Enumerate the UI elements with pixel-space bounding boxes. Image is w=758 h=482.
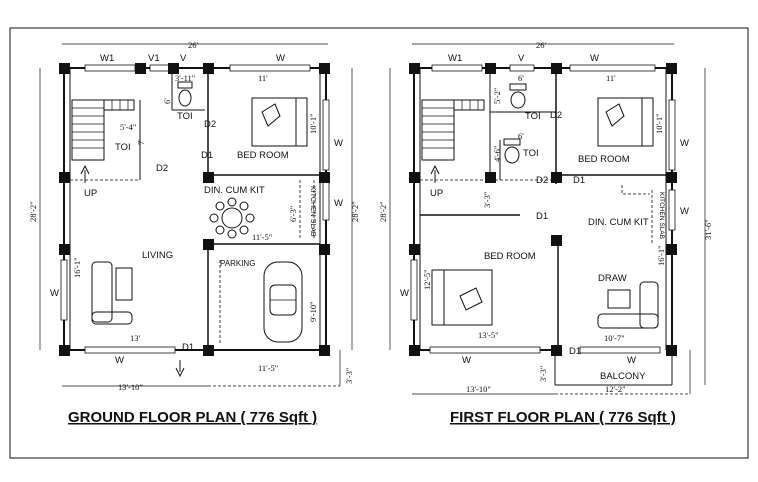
gf-bedroom-label: BED ROOM	[237, 150, 289, 161]
ff-bedroom-top-label: BED ROOM	[578, 154, 630, 165]
ff-toi1-width: 6'	[518, 73, 524, 83]
ff-balcony-proj: 3'-3"	[538, 366, 548, 382]
ff-staircase	[421, 99, 485, 183]
gf-w-left-label: W	[50, 288, 59, 299]
gf-kit-width: 11'-5"	[252, 232, 272, 242]
ff-bed-width: 11'	[606, 73, 616, 83]
ff-up-label: UP	[430, 188, 443, 199]
gf-parking-width: 11'-5"	[258, 363, 278, 373]
ground-floor-plan: TOI TOI BED ROOM DIN. CUM KIT KITCHEN SL…	[28, 40, 360, 426]
ff-w1-label: W1	[448, 53, 462, 64]
ff-overall-width: 26'	[536, 40, 547, 50]
gf-w-top-label: W	[276, 53, 285, 64]
ff-bed-top	[597, 97, 654, 147]
ff-d2-toi1-label: D2	[550, 110, 562, 121]
ff-toi2-depth: 4'-6"	[492, 146, 502, 162]
toilet-fixture	[177, 81, 193, 107]
gf-toi-stair-label: TOI	[115, 142, 131, 153]
ff-sofa	[597, 281, 659, 329]
ff-kit-depth: 16'-1"	[656, 245, 666, 266]
ff-kitchen-slab-label: KITCHEN SLAB	[658, 192, 665, 239]
ff-toi2-width: 6'	[518, 131, 524, 141]
sofa-furniture	[91, 261, 133, 325]
ff-toi1-label: TOI	[525, 111, 541, 122]
ff-w-right1-label: W	[680, 138, 689, 149]
gf-living-label: LIVING	[142, 250, 173, 261]
gf-toi-depth: 6'	[162, 98, 172, 104]
gf-v1-label: V1	[148, 53, 160, 64]
dining-table	[209, 197, 255, 239]
gf-overall-depth-left: 28'-2"	[28, 201, 38, 222]
ff-title: FIRST FLOOR PLAN ( 776 Sqft )	[450, 409, 676, 426]
ff-d1-bedtop-label: D1	[573, 175, 585, 186]
gf-living-depth: 16'-1"	[72, 257, 82, 278]
ff-toi1-depth: 5'-2"	[492, 88, 502, 104]
gf-living-width: 13'	[130, 333, 141, 343]
ff-d1-bedleft-label: D1	[536, 211, 548, 222]
ff-din-kit-label: DIN. CUM KIT	[588, 217, 649, 228]
gf-d1-main-label: D1	[182, 342, 194, 353]
ff-w-bottom1-label: W	[462, 355, 471, 366]
sheet-border	[9, 27, 749, 459]
gf-toi-width: 3'-11"	[175, 73, 195, 83]
gf-up-label: UP	[84, 188, 97, 199]
ff-w-top-label: W	[590, 53, 599, 64]
gf-front-proj: 3'-3"	[344, 368, 354, 384]
staircase	[71, 99, 135, 183]
gf-kit-depth: 6'-3"	[288, 206, 298, 222]
gf-w1-label: W1	[100, 53, 114, 64]
ff-w-bottom2-label: W	[627, 355, 636, 366]
gf-w-right1-label: W	[334, 138, 343, 149]
ff-bed-left	[431, 269, 493, 326]
gf-bed-depth: 10'-1"	[308, 113, 318, 134]
ff-balcony-width: 12'-2"	[605, 384, 626, 394]
gf-title: GROUND FLOOR PLAN ( 776 Sqft )	[68, 409, 317, 426]
ff-pass-depth: 3'-3"	[482, 192, 492, 208]
gf-overall-width: 26'	[188, 40, 199, 50]
ff-bed-depth: 10'-1"	[654, 113, 664, 134]
gf-d2-stair-label: D2	[156, 163, 168, 174]
ff-overall-depth-right: 31'-6"	[703, 219, 713, 240]
ff-v-label: V	[518, 53, 525, 64]
ff-draw-label: DRAW	[598, 273, 627, 284]
gf-stair-width: 5'-4"	[120, 122, 136, 132]
ff-balcony-label: BALCONY	[600, 371, 646, 382]
gf-w-bottom-label: W	[115, 355, 124, 366]
first-floor-plan: TOI TOI BED ROOM DIN. CUM KIT KITCHEN SL…	[378, 40, 713, 426]
ff-d2-toi2-label: D2	[536, 175, 548, 186]
gf-kitchen-slab-label: KITCHEN SLAB	[309, 186, 316, 237]
ff-toi2-label: TOI	[523, 148, 539, 159]
ff-draw-width: 10'-7"	[604, 333, 625, 343]
gf-stair-depth: 7'	[136, 139, 146, 145]
gf-overall-depth-right: 28'-2"	[350, 201, 360, 222]
gf-w-right2-label: W	[334, 198, 343, 209]
gf-d2-toi-label: D2	[204, 119, 216, 130]
ff-toilet-fixtures	[503, 83, 527, 164]
gf-front-left: 13'-10"	[118, 382, 143, 392]
ff-d1-balcony-label: D1	[569, 346, 581, 357]
ff-w-right2-label: W	[680, 206, 689, 217]
gf-d1-bed-label: D1	[201, 150, 213, 161]
ff-front-left: 13'-10"	[466, 384, 491, 394]
gf-din-kit-label: DIN. CUM KIT	[204, 185, 265, 196]
ff-w-left-label: W	[400, 288, 409, 299]
ff-overall-depth-left: 28'-2"	[378, 201, 388, 222]
ff-bedleft-width: 13'-5"	[478, 330, 499, 340]
gf-v-label: V	[180, 53, 187, 64]
car-parking	[263, 261, 303, 343]
gf-bed-width: 11'	[258, 73, 268, 83]
gf-parking-label: PARKING	[220, 259, 255, 268]
gf-toi-top-label: TOI	[177, 111, 193, 122]
ff-bedleft-depth: 12'-5"	[422, 269, 432, 290]
gf-parking-depth: 9'-10"	[308, 301, 318, 322]
bed-furniture	[251, 97, 308, 147]
ff-bedroom-left-label: BED ROOM	[484, 251, 536, 262]
